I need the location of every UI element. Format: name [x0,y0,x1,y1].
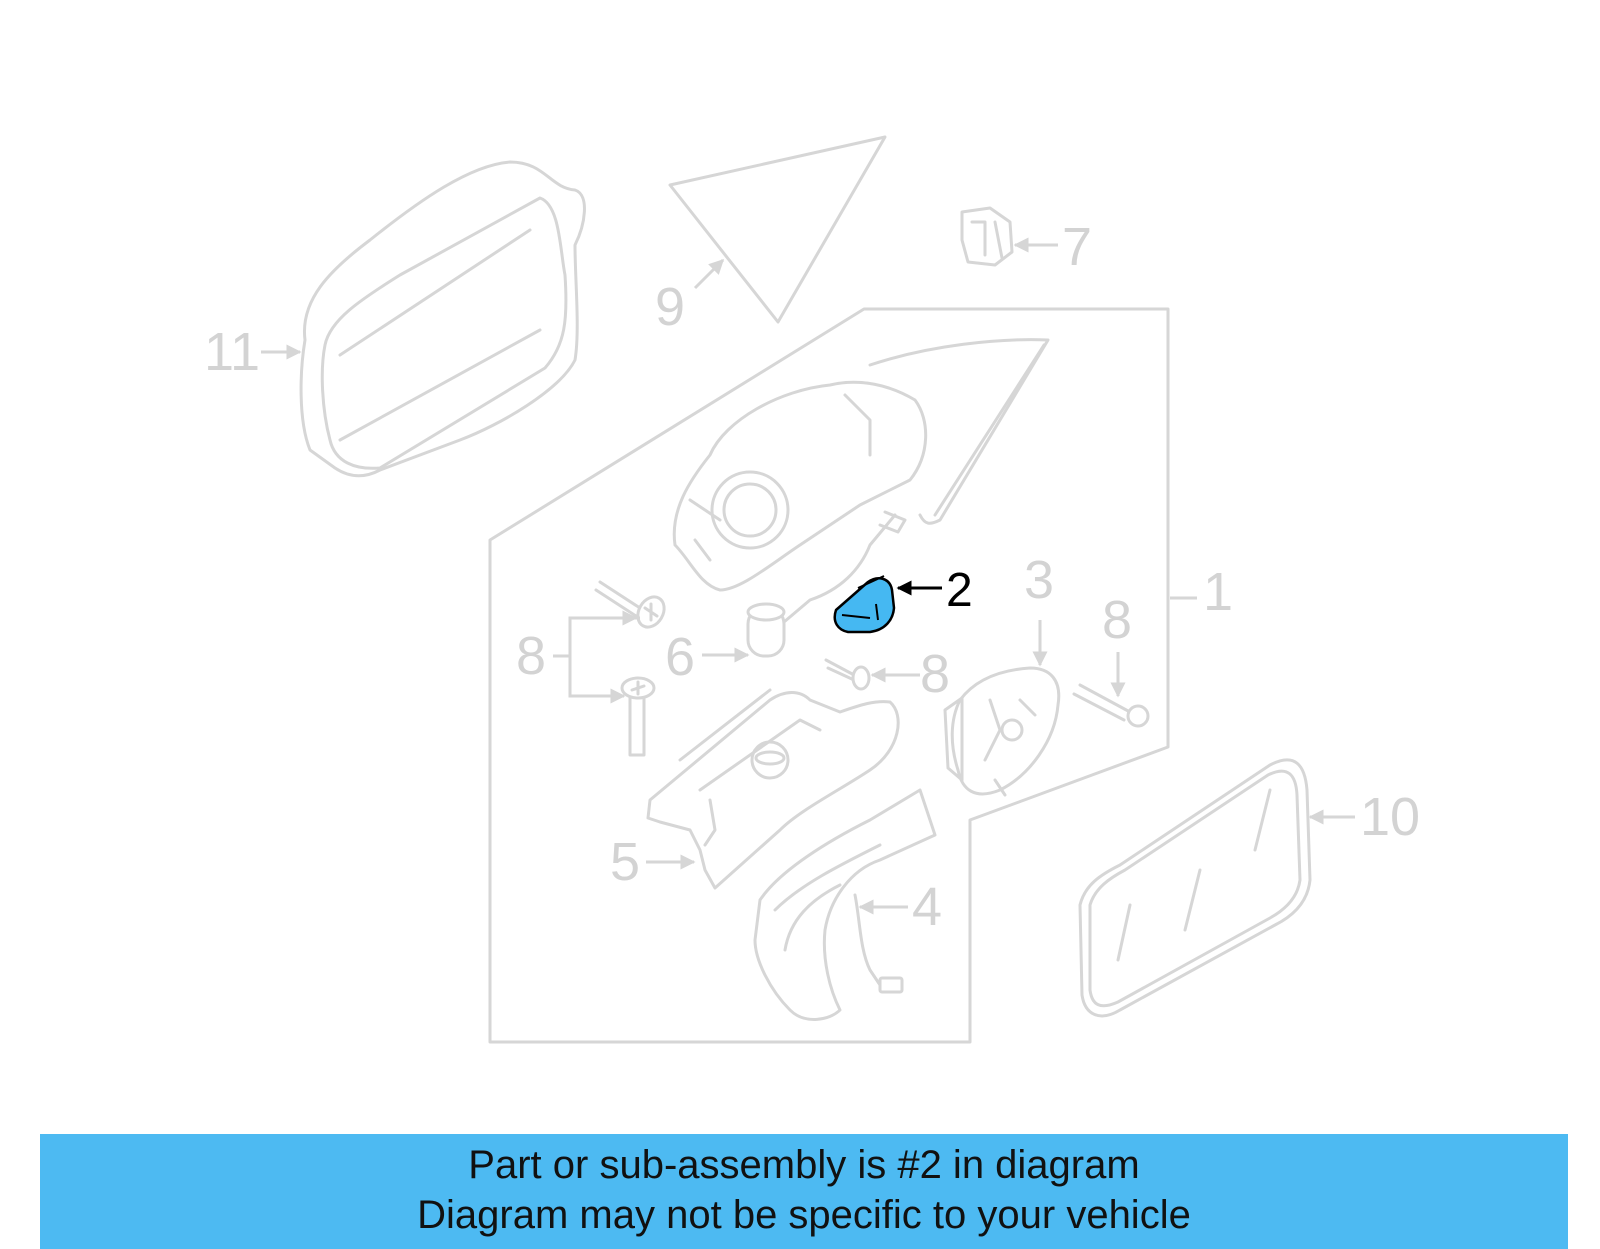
part-3-actuator [943,666,1061,797]
part-6-motor [746,510,907,658]
part-5-frame [646,688,900,890]
callout-9: 9 [655,277,685,337]
part-7-clip [960,206,1014,267]
leader-lines [261,237,1355,915]
assembly-outline [488,307,1170,1044]
part-1-housing [672,338,1050,592]
callout-10: 10 [1360,787,1420,847]
part-11-mirror-cover [299,160,586,478]
callout-2-highlighted: 2 [946,564,973,617]
callout-4: 4 [912,877,942,937]
info-banner: Part or sub-assembly is #2 in diagram Di… [40,1134,1568,1249]
callout-7: 7 [1062,217,1092,277]
callout-3: 3 [1024,550,1054,610]
banner-line-1: Part or sub-assembly is #2 in diagram [468,1143,1140,1187]
part-2-highlighted-bracket [833,575,896,634]
banner-line-2: Diagram may not be specific to your vehi… [417,1193,1191,1237]
callout-5: 5 [610,832,640,892]
callout-11: 11 [204,322,260,382]
callout-8-left: 8 [516,626,546,686]
callout-6: 6 [665,627,695,687]
part-10-mirror-glass [1078,758,1312,1018]
callout-8-right: 8 [1102,590,1132,650]
callout-1: 1 [1203,562,1233,622]
callout-8-middle: 8 [920,644,950,704]
part-4-turn-signal [753,788,937,1021]
part-9-glass [668,135,887,324]
